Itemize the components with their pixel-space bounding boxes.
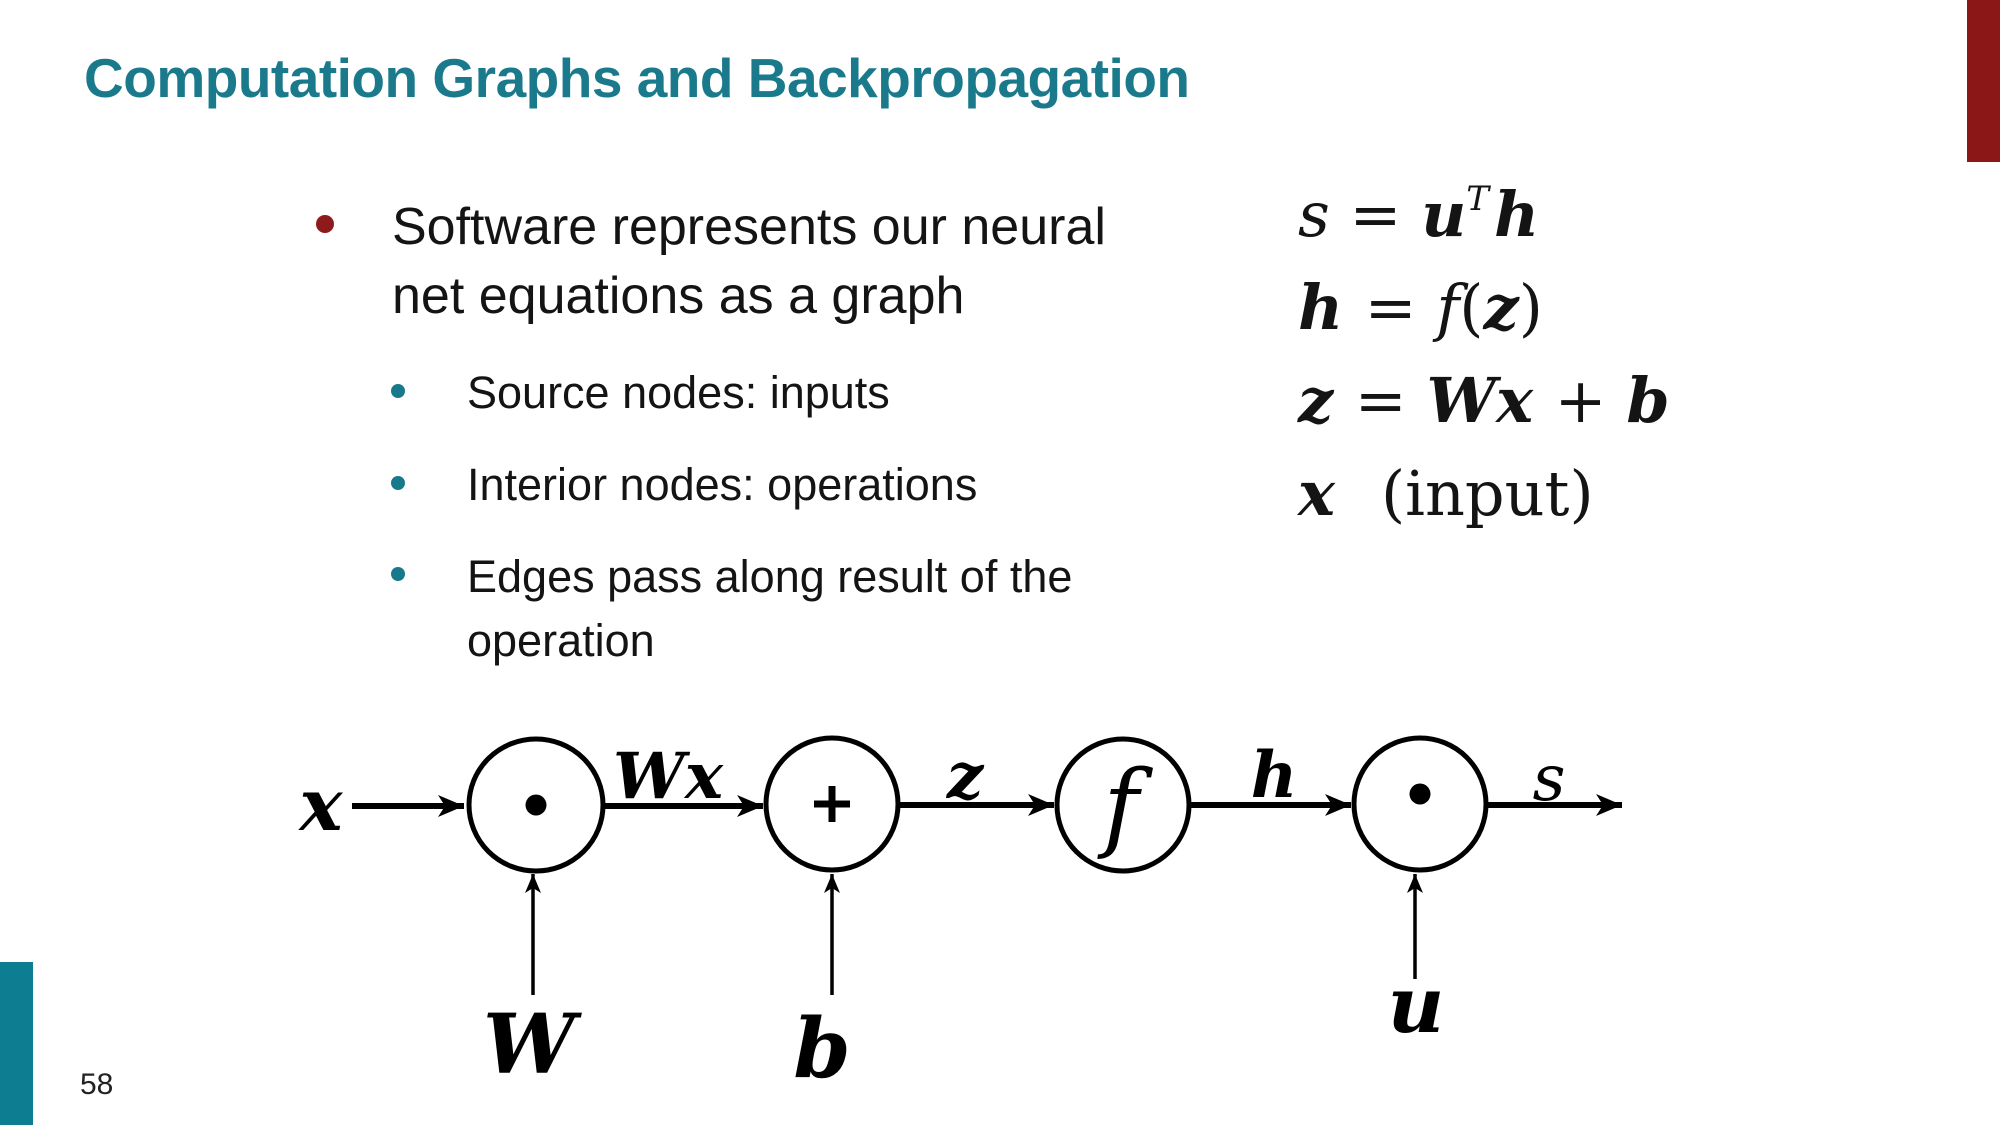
edge-h-label: h: [1251, 738, 1298, 813]
top-right-accent-bar: [1967, 0, 2000, 162]
equation-part: f: [1436, 271, 1460, 344]
sub-bullet-dot: [391, 567, 405, 581]
sub-bullet-line: operation: [467, 615, 655, 666]
sub-bullet-edges: Edges pass along result of the operation: [467, 545, 1072, 673]
equation-part: h: [1493, 178, 1540, 251]
main-bullet-line: Software represents our neural: [392, 198, 1106, 256]
main-bullet-line: net equations as a graph: [392, 267, 965, 325]
equation-part: b: [1626, 364, 1670, 437]
equation-part: z: [1483, 271, 1519, 344]
equation-part: =: [1354, 364, 1427, 437]
bottom-left-accent-bar: [0, 962, 33, 1125]
sub-bullet-line: Source nodes: inputs: [467, 367, 890, 418]
sub-bullet-dot: [391, 476, 405, 490]
param-b-label: b: [793, 1001, 850, 1097]
equation-part: =: [1349, 178, 1422, 251]
input-x-label: x: [298, 762, 344, 847]
edge-Wx-label: Wx: [613, 739, 724, 814]
sub-bullet-interior-nodes: Interior nodes: operations: [467, 453, 977, 517]
slide-title: Computation Graphs and Backpropagation: [84, 47, 1190, 109]
equation-part: h: [1298, 271, 1365, 344]
dot-product-symbol: [1409, 783, 1431, 805]
sub-bullet-dot: [391, 384, 405, 398]
sub-bullet-source-nodes: Source nodes: inputs: [467, 361, 890, 425]
param-W-label: W: [483, 997, 582, 1093]
equation-part: z: [1298, 364, 1355, 437]
page-number: 58: [80, 1068, 114, 1101]
equation-part: +: [1554, 364, 1627, 437]
equation-part: =: [1364, 271, 1437, 344]
sub-bullet-line: Edges pass along result of the: [467, 551, 1073, 602]
equations-block: s = uTh h = f(z) z = Wx + b x(input): [1298, 168, 1670, 540]
sub-bullet-line: Interior nodes: operations: [467, 459, 978, 510]
equation-part: ): [1518, 271, 1543, 344]
equation-line-s: s = uTh: [1298, 168, 1670, 261]
equation-line-h: h = f(z): [1298, 261, 1670, 354]
output-s-label: s: [1533, 742, 1566, 816]
equation-part: x: [1298, 457, 1335, 530]
equation-line-x: x (input): [1298, 447, 1670, 540]
equation-part: s: [1298, 178, 1350, 251]
equation-part: Wx: [1426, 364, 1555, 437]
equation-part: u: [1421, 178, 1467, 251]
equation-part: T: [1466, 179, 1489, 219]
equation-part: (: [1459, 271, 1484, 344]
equation-part: (input): [1380, 457, 1594, 530]
main-bullet-dot: [316, 215, 334, 233]
dot-product-symbol: [525, 794, 547, 816]
equation-line-z: z = Wx + b: [1298, 354, 1670, 447]
activation-node: [1054, 736, 1192, 874]
param-u-label: u: [1388, 960, 1445, 1051]
main-bullet-text: Software represents our neural net equat…: [392, 193, 1106, 331]
edge-z-label: z: [946, 739, 985, 814]
plus-symbol: [814, 786, 850, 822]
